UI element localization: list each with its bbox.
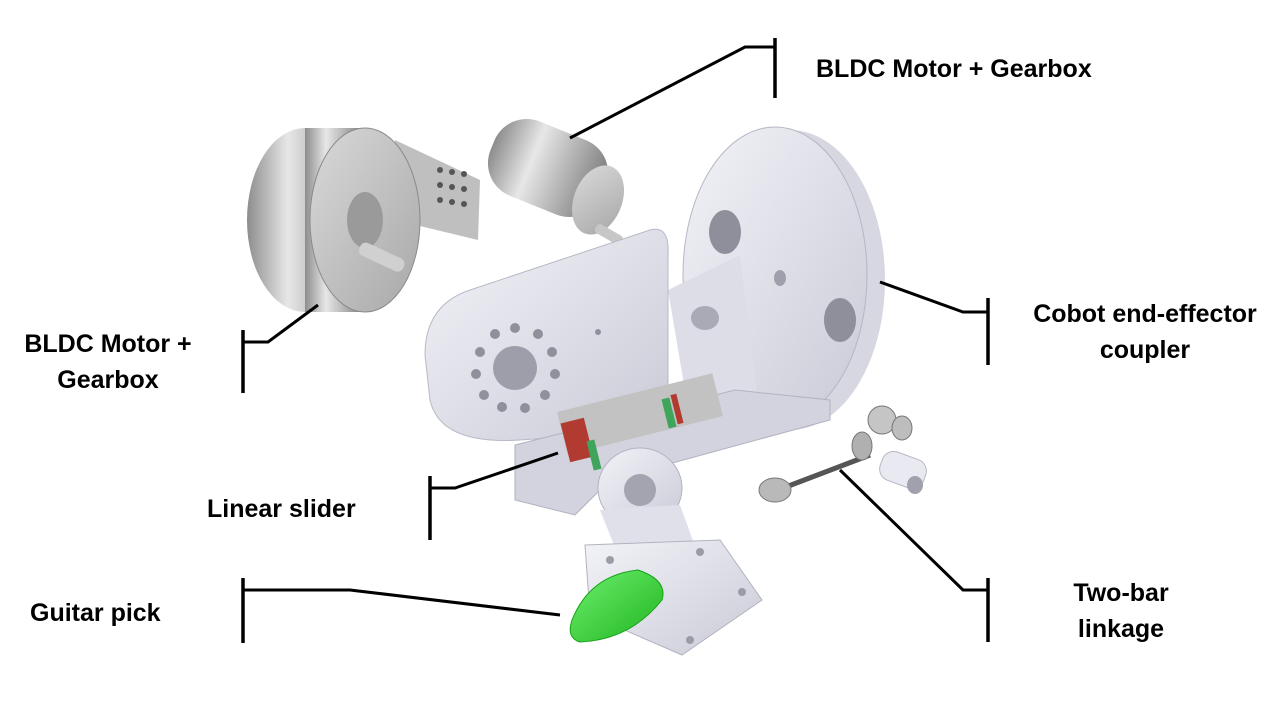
leader-coupler: [879, 280, 990, 365]
label-bldc-motor-top: BLDC Motor + Gearbox: [816, 51, 1092, 87]
label-guitar-pick-text: Guitar pick: [30, 599, 161, 627]
label-coupler-line1: Cobot end-effector: [1033, 300, 1257, 328]
bldc-motor-large: [247, 127, 480, 313]
leader-motor-top: [569, 38, 777, 140]
label-coupler: Cobot end-effector coupler: [1012, 296, 1278, 368]
leader-linkage: [838, 468, 990, 642]
label-bldc-motor-left: BLDC Motor + Gearbox: [8, 326, 208, 398]
guitar-pick: [569, 569, 664, 643]
label-two-bar-linkage-line1: Two-bar: [1073, 579, 1169, 607]
leader-slider: [428, 451, 559, 540]
main-plate: [424, 228, 669, 441]
label-coupler-line2: coupler: [1099, 336, 1191, 364]
two-bar-linkage: [758, 405, 927, 503]
linear-slider: [514, 373, 831, 516]
cobot-coupler: [668, 126, 885, 430]
leader-motor-left: [241, 303, 319, 393]
label-guitar-pick: Guitar pick: [30, 595, 161, 631]
label-linear-slider: Linear slider: [207, 491, 356, 527]
leader-pick: [241, 578, 561, 643]
label-two-bar-linkage-line2: linkage: [1077, 615, 1165, 643]
label-bldc-motor-left-line1: BLDC Motor +: [24, 330, 192, 358]
label-bldc-motor-top-text: BLDC Motor + Gearbox: [816, 55, 1092, 83]
label-bldc-motor-left-line2: Gearbox: [57, 366, 159, 394]
label-two-bar-linkage: Two-bar linkage: [1040, 575, 1202, 647]
bldc-motor-small: [487, 118, 625, 245]
label-linear-slider-text: Linear slider: [207, 495, 356, 523]
